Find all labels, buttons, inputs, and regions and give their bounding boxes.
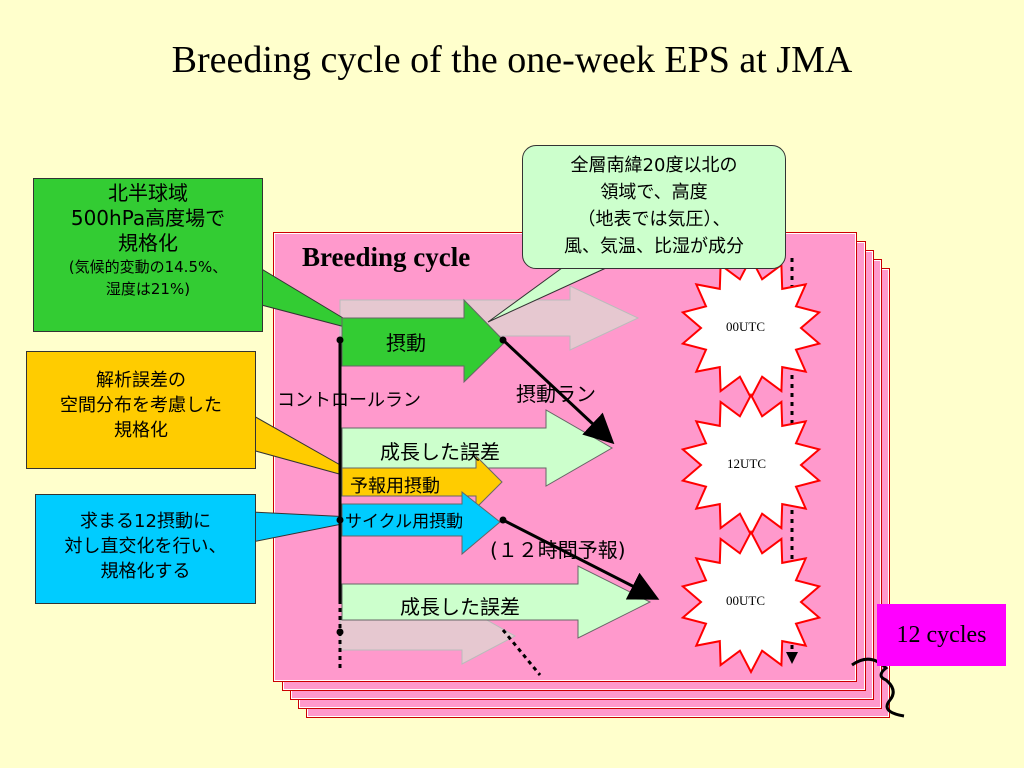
burst-label-12utc: 12UTC — [727, 456, 766, 471]
forecast-12h-label: (１２時間予報) — [490, 538, 626, 562]
blue-callout-line: 規格化する — [100, 561, 191, 582]
top-callout-line: （地表では気圧）、 — [577, 209, 731, 230]
forecast-perturbation-label: 予報用摂動 — [350, 476, 440, 497]
burst-label-00utc-2: 00UTC — [726, 593, 765, 608]
page-title: Breeding cycle of the one-week EPS at JM… — [171, 39, 853, 81]
perturbation-label: 摂動 — [386, 331, 426, 355]
blue-callout-line: 求まる12摂動に — [80, 511, 211, 532]
orange-callout-line: 規格化 — [114, 420, 168, 441]
green-callout: 北半球域 500hPa高度場で 規格化 (気候的変動の14.5%、 湿度は21%… — [33, 178, 263, 332]
cycle-perturbation-label: サイクル用摂動 — [345, 512, 464, 532]
grown-error-label-2: 成長した誤差 — [400, 595, 520, 619]
orange-callout-line: 解析誤差の — [96, 370, 186, 391]
control-run-label: コントロールラン — [277, 390, 421, 411]
burst-00utc-2 — [680, 529, 822, 675]
green-callout-line: 規格化 — [118, 231, 178, 255]
blue-callout: 求まる12摂動に 対し直交化を行い、 規格化する — [35, 494, 256, 604]
burst-label-00utc-1: 00UTC — [726, 319, 765, 334]
orange-callout-line: 空間分布を考慮した — [60, 395, 222, 416]
green-callout-line: 湿度は21%) — [105, 280, 191, 298]
green-callout-line: 北半球域 — [108, 181, 188, 205]
grown-error-arrow-2 — [341, 565, 652, 639]
grown-error-label-1: 成長した誤差 — [380, 440, 500, 464]
cycles-box: 12 cycles — [877, 604, 1006, 666]
top-callout: 全層南緯20度以北の 領域で、高度 （地表では気圧）、 風、気温、比湿が成分 — [522, 145, 786, 269]
perturbed-run-label: 摂動ラン — [516, 382, 596, 406]
perturbation-arrow — [341, 298, 506, 384]
green-callout-line: (気候的変動の14.5%、 — [68, 258, 228, 276]
cycle-perturbation-arrow — [341, 490, 501, 556]
top-callout-line: 領域で、高度 — [600, 182, 708, 203]
cycles-brace — [851, 657, 905, 718]
breeding-cycle-heading: Breeding cycle — [302, 242, 471, 272]
top-callout-line: 風、気温、比湿が成分 — [564, 236, 744, 257]
green-callout-line: 500hPa高度場で — [70, 206, 226, 230]
top-callout-line: 全層南緯20度以北の — [570, 155, 738, 176]
blue-callout-line: 対し直交化を行い、 — [64, 536, 227, 557]
orange-callout: 解析誤差の 空間分布を考慮した 規格化 — [26, 351, 256, 469]
